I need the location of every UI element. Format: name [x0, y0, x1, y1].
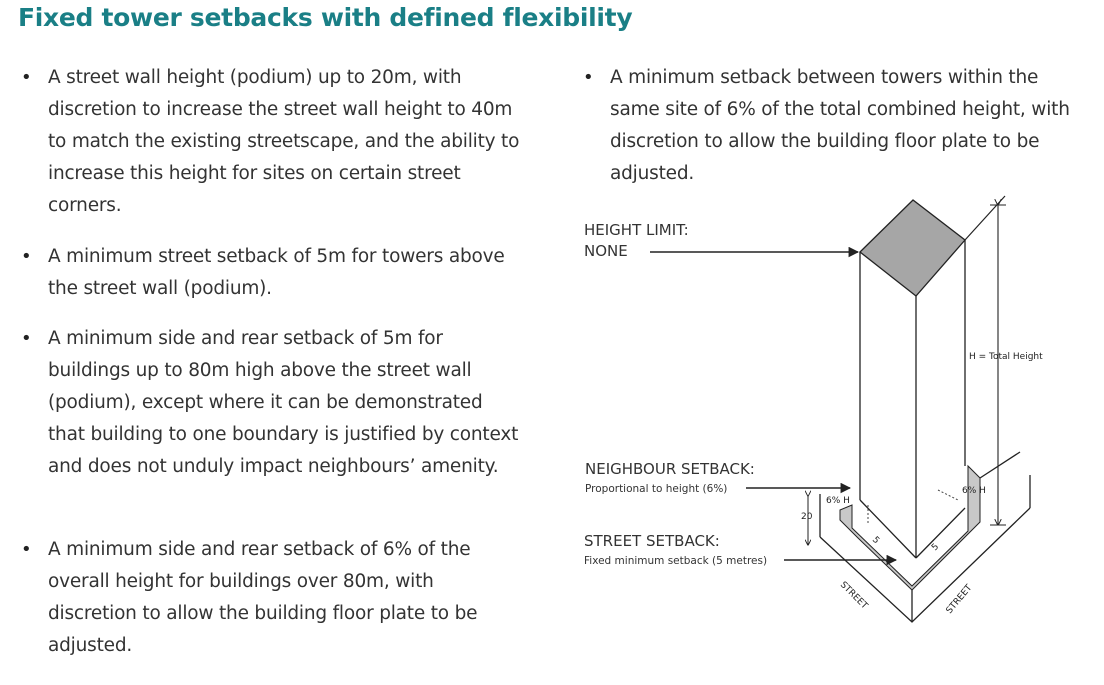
bullet-text: A minimum street setback of 5m for tower…	[48, 246, 505, 299]
bullet-icon: •	[21, 246, 32, 267]
bullet-icon: •	[583, 67, 594, 88]
bullet-tower-separation: • A minimum setback between towers withi…	[583, 62, 1090, 190]
bullet-side-rear-setback-6pct: • A minimum side and rear setback of 6% …	[21, 534, 523, 662]
tower-left-base	[859, 499, 917, 559]
bullet-text: A minimum side and rear setback of 6% of…	[48, 539, 478, 656]
height-limit-label: HEIGHT LIMIT:	[584, 221, 689, 239]
total-height-label: H = Total Height	[969, 352, 1043, 362]
page-title: Fixed tower setbacks with defined flexib…	[18, 3, 633, 32]
setback-5-left-label: 5	[870, 535, 881, 546]
bullet-icon: •	[21, 328, 32, 349]
bullet-icon: •	[21, 67, 32, 88]
street-left-label: STREET	[838, 580, 870, 612]
bullet-text: A minimum side and rear setback of 5m fo…	[48, 328, 519, 477]
bullet-text: A street wall height (podium) up to 20m,…	[48, 67, 520, 216]
setback-6pct-right-label: 6% H	[962, 486, 986, 496]
setback-6pct-right-dotted	[937, 489, 959, 501]
bullet-side-rear-setback-5m: • A minimum side and rear setback of 5m …	[21, 323, 523, 483]
neighbour-setback-label: NEIGHBOUR SETBACK:	[585, 460, 755, 478]
tower-right-base	[915, 507, 966, 559]
setback-5-right-label: 5	[930, 542, 941, 553]
street-setback-label: STREET SETBACK:	[584, 532, 720, 550]
neighbour-setback-sub: Proportional to height (6%)	[585, 483, 727, 495]
street-right-label: STREET	[945, 583, 975, 616]
street-setback-band	[839, 464, 981, 591]
podium-height-label: 20	[801, 512, 813, 522]
street-edge-right-ext	[979, 451, 1021, 479]
bullet-street-wall-height: • A street wall height (podium) up to 20…	[21, 62, 523, 222]
setback-6pct-left-label: 6% H	[826, 496, 850, 506]
bullet-icon: •	[21, 539, 32, 560]
height-limit-extension	[964, 195, 1006, 241]
bullet-street-setback: • A minimum street setback of 5m for tow…	[21, 241, 523, 305]
height-limit-value: NONE	[584, 242, 628, 260]
tower-roof	[859, 199, 966, 297]
street-setback-sub: Fixed minimum setback (5 metres)	[584, 555, 767, 567]
bullet-text: A minimum setback between towers within …	[610, 67, 1070, 184]
